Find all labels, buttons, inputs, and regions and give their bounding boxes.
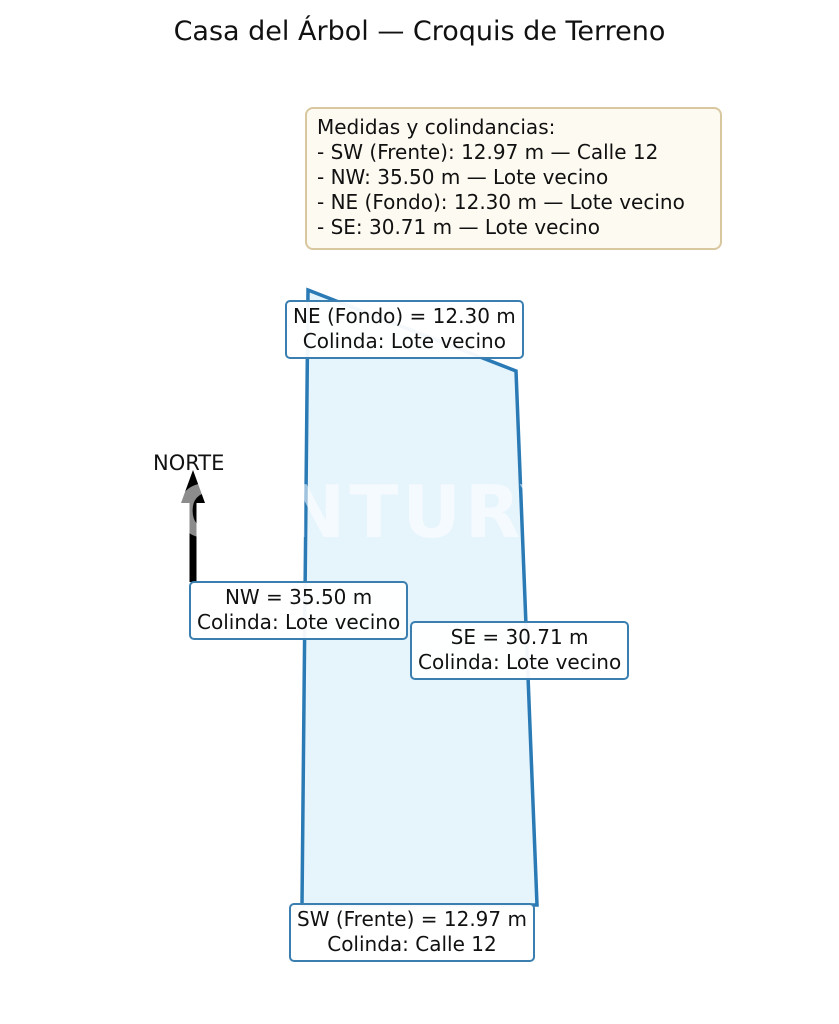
north-label: NORTE [153,451,225,475]
north-arrow [181,470,205,582]
measurements-summary-box: Medidas y colindancias: - SW (Frente): 1… [305,107,722,250]
summary-line: - SW (Frente): 12.97 m — Calle 12 [317,140,659,164]
watermark-text: CENTURY [175,470,577,554]
sw-side-neighbor: Colinda: Calle 12 [327,932,497,956]
page-title: Casa del Árbol — Croquis de Terreno [173,16,666,47]
nw-side-measure: NW = 35.50 m [224,585,373,609]
sw-side-label: SW (Frente) = 12.97 m Colinda: Calle 12 [289,903,535,962]
ne-side-measure: NE (Fondo) = 12.30 m [293,304,516,328]
summary-line: - NE (Fondo): 12.30 m — Lote vecino [317,190,685,214]
nw-side-label: NW = 35.50 m Colinda: Lote vecino [189,581,409,640]
se-side-neighbor: Colinda: Lote vecino [418,650,622,674]
se-side-label: SE = 30.71 m Colinda: Lote vecino [410,621,630,680]
nw-side-neighbor: Colinda: Lote vecino [197,610,401,634]
se-side-measure: SE = 30.71 m [450,625,589,649]
sw-side-measure: SW (Frente) = 12.97 m [297,907,527,931]
ne-side-label: NE (Fondo) = 12.30 m Colinda: Lote vecin… [285,300,524,359]
summary-heading: Medidas y colindancias: [317,115,556,139]
summary-line: - NW: 35.50 m — Lote vecino [317,165,609,189]
summary-line: - SE: 30.71 m — Lote vecino [317,215,600,239]
ne-side-neighbor: Colinda: Lote vecino [302,329,506,353]
